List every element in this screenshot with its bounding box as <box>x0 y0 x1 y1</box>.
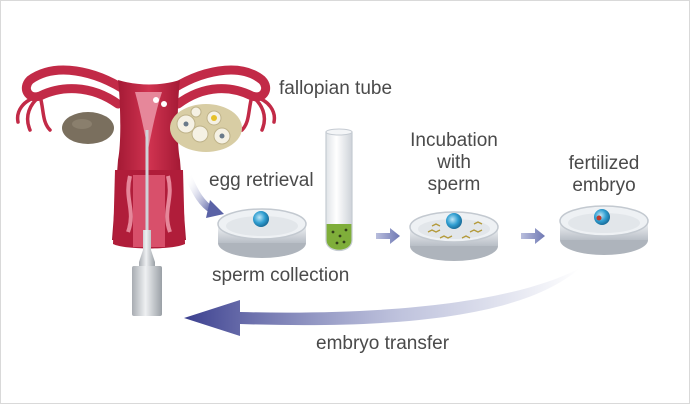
follicle <box>191 125 209 143</box>
right-fallopian-tube <box>163 65 271 109</box>
sperm-dot <box>338 234 342 238</box>
egg-in-tube <box>153 97 159 103</box>
left-fallopian-tube <box>21 65 133 109</box>
egg-dot <box>183 121 189 127</box>
label-sperm-collection: sperm collection <box>212 265 350 286</box>
vaginal-wall-folds <box>126 175 172 233</box>
egg-in-tube <box>161 101 167 107</box>
label-fallopian-tube: fallopian tube <box>279 78 393 99</box>
egg-cell <box>446 213 462 229</box>
petri-dish-incubation <box>409 211 499 261</box>
label-fertilized-line-1: fertilized <box>568 153 640 174</box>
petri-dish-egg <box>217 208 307 258</box>
right-fimbriae <box>240 94 277 132</box>
label-egg-retrieval: egg retrieval <box>209 170 314 191</box>
retrieval-arrowhead <box>206 200 224 218</box>
sperm-dot <box>344 228 348 232</box>
step-arrow-2 <box>521 228 545 244</box>
embryo-transfer-arrow <box>184 268 580 336</box>
petri-dish-embryo <box>559 205 649 255</box>
label-incubation-line-2: with <box>437 152 471 173</box>
label-fertilized-embryo: fertilized embryo <box>552 153 656 197</box>
needle-hub <box>139 230 155 268</box>
label-incubation-line-1: Incubation <box>410 130 498 151</box>
sperm-dot <box>335 241 339 245</box>
egg-yolk <box>211 115 217 121</box>
embryo-cell <box>594 209 610 225</box>
label-incubation-with-sperm: Incubation with sperm <box>396 130 512 196</box>
uterus-illustration <box>15 65 277 316</box>
uterine-cavity <box>135 92 162 150</box>
ovary-highlight <box>72 119 92 129</box>
embryo-nucleus <box>596 215 602 221</box>
sperm-test-tube <box>325 128 353 252</box>
tube-glass <box>325 131 353 252</box>
step-arrow-1 <box>376 228 400 244</box>
label-embryo-transfer: embryo transfer <box>316 333 450 354</box>
tube-rim <box>325 128 353 136</box>
label-fertilized-line-2: embryo <box>572 175 636 196</box>
sperm-dot <box>331 230 335 234</box>
sperm-swimmers <box>427 221 483 239</box>
egg-cell <box>253 211 269 227</box>
left-fimbriae <box>15 94 52 132</box>
sperm-dot <box>342 240 346 244</box>
follicle <box>190 106 202 118</box>
needle-handle <box>132 266 162 316</box>
egg-dot <box>219 133 225 139</box>
label-incubation-line-3: sperm <box>427 174 481 195</box>
